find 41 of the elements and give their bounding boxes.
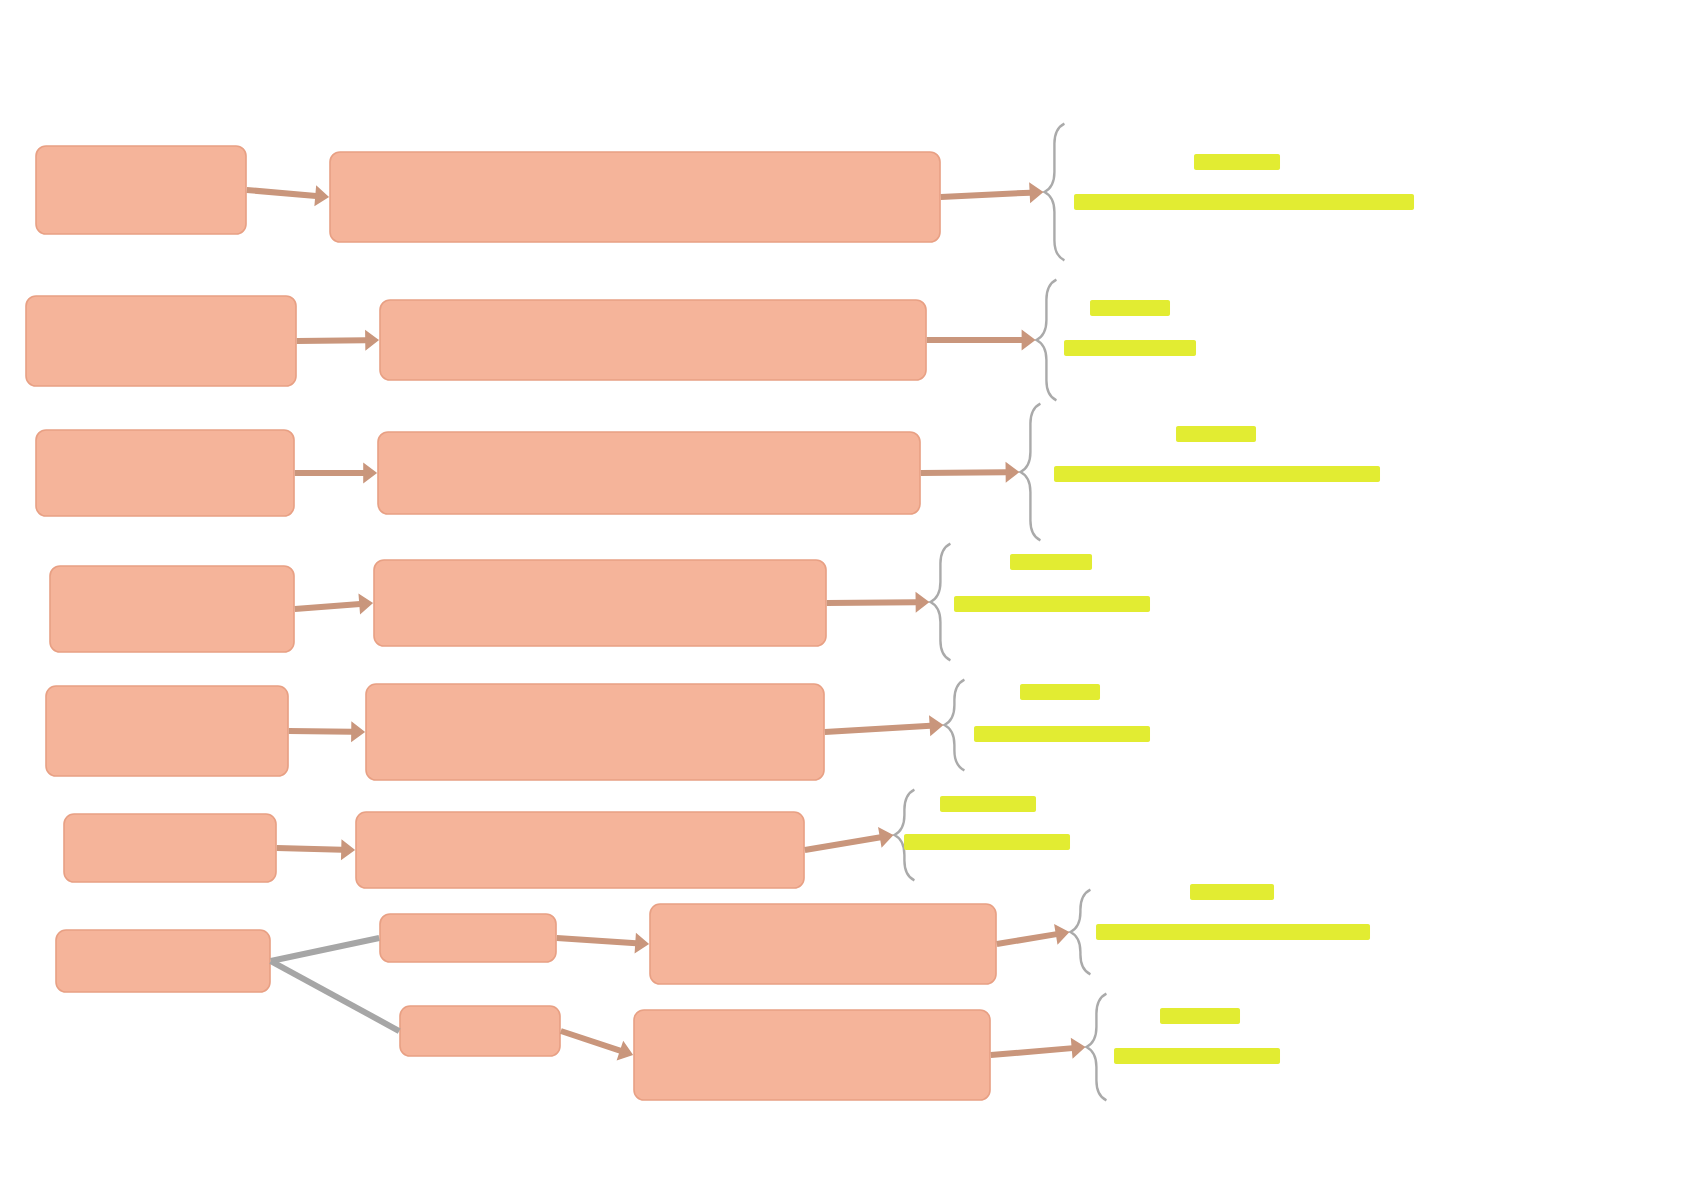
- highlight-bar: [1074, 194, 1414, 210]
- highlight-bar: [1176, 426, 1256, 442]
- curly-brace: [1035, 278, 1058, 402]
- highlight-bar: [1194, 154, 1280, 170]
- highlight-bar: [1190, 884, 1274, 900]
- highlight-bar: [1096, 924, 1370, 940]
- process-box: [329, 151, 941, 243]
- process-box: [55, 929, 271, 993]
- process-box: [649, 903, 997, 985]
- highlight-bar: [954, 596, 1150, 612]
- process-box: [25, 295, 297, 387]
- curly-brace: [943, 678, 966, 772]
- highlight-bar: [1010, 554, 1092, 570]
- process-box: [35, 429, 295, 517]
- curly-brace: [1069, 888, 1092, 976]
- highlight-bar: [974, 726, 1150, 742]
- process-box: [633, 1009, 991, 1101]
- process-box: [399, 1005, 561, 1057]
- highlight-bar: [1020, 684, 1100, 700]
- highlight-bar: [904, 834, 1070, 850]
- process-box: [365, 683, 825, 781]
- process-box: [379, 913, 557, 963]
- process-box: [373, 559, 827, 647]
- curly-brace: [1019, 402, 1042, 542]
- process-box: [49, 565, 295, 653]
- process-box: [63, 813, 277, 883]
- curly-brace: [929, 542, 952, 662]
- highlight-bar: [1054, 466, 1380, 482]
- highlight-bar: [1160, 1008, 1240, 1024]
- process-box: [377, 431, 921, 515]
- curly-brace: [1043, 122, 1066, 262]
- highlight-bar: [1090, 300, 1170, 316]
- process-box: [45, 685, 289, 777]
- process-box: [355, 811, 805, 889]
- highlight-bar: [940, 796, 1036, 812]
- highlight-bar: [1114, 1048, 1280, 1064]
- curly-brace: [1085, 992, 1108, 1102]
- process-box: [379, 299, 927, 381]
- curly-brace: [893, 788, 916, 882]
- process-box: [35, 145, 247, 235]
- highlight-bar: [1064, 340, 1196, 356]
